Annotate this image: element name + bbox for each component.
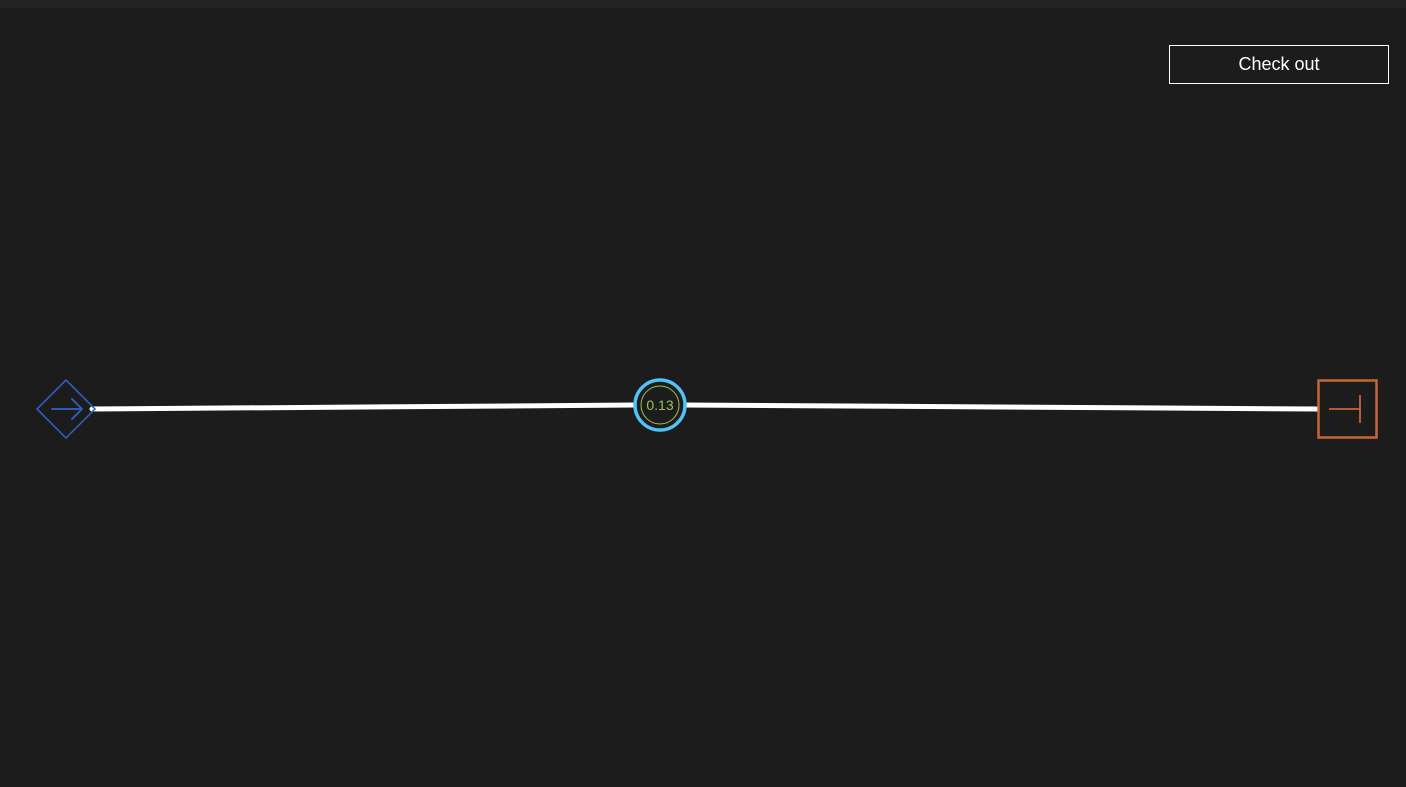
top-strip <box>0 0 1406 8</box>
slider-knob[interactable]: 0.13 <box>633 378 687 432</box>
end-marker[interactable] <box>1317 379 1378 439</box>
stop-bar-icon <box>1329 395 1361 423</box>
knob-outer-ring <box>633 378 687 432</box>
start-diamond <box>35 378 97 440</box>
track-line <box>89 402 1321 412</box>
start-marker[interactable] <box>35 378 97 440</box>
check-out-button[interactable]: Check out <box>1169 45 1389 84</box>
knob-value-label: 0.13 <box>646 397 673 413</box>
arrow-right-icon <box>51 398 84 420</box>
knob-inner-ring <box>640 385 680 425</box>
